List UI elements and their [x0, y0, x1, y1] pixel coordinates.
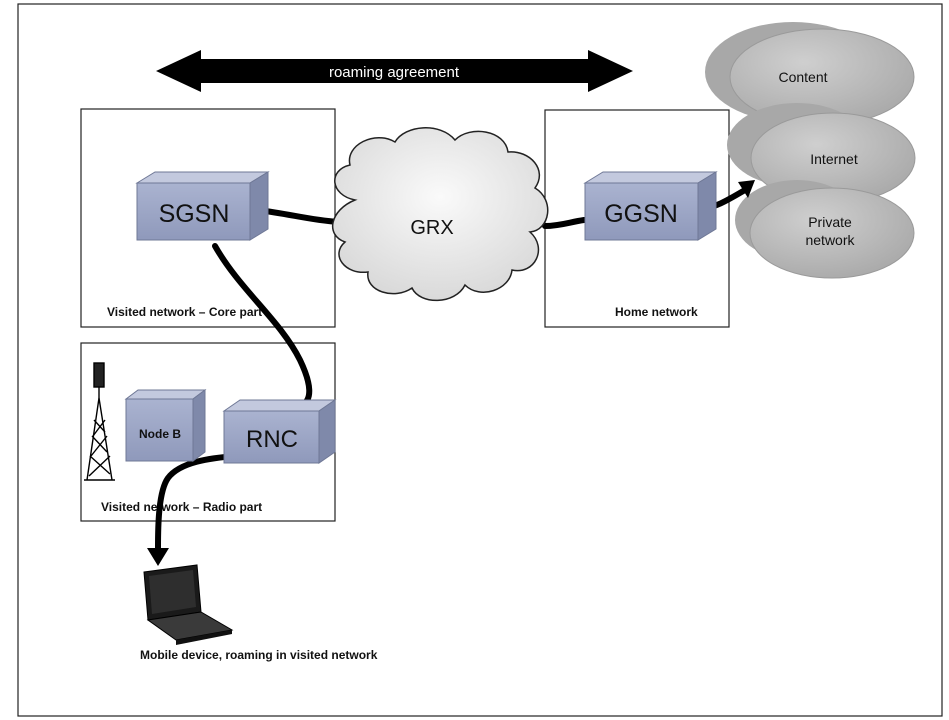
device-caption: Mobile device, roaming in visited networ…: [140, 648, 378, 662]
private-network-ellipse: Private network: [735, 180, 915, 279]
node-b-label: Node B: [139, 427, 181, 441]
content-label: Content: [778, 69, 827, 85]
ggsn-label: GGSN: [604, 200, 678, 228]
roaming-agreement-label: roaming agreement: [329, 64, 460, 81]
rnc-label: RNC: [246, 426, 298, 453]
arrowhead-services: [738, 180, 755, 198]
roaming-agreement-arrow: roaming agreement: [156, 50, 633, 92]
grx-label: GRX: [410, 217, 453, 239]
grx-cloud: GRX: [331, 127, 549, 302]
laptop-icon: [143, 564, 234, 645]
link-sgsn-rnc: [212, 243, 313, 408]
private-network-label-line1: Private: [808, 214, 852, 230]
sgsn-label: SGSN: [159, 200, 230, 228]
home-region-label: Home network: [615, 305, 698, 319]
radio-region-label: Visited network – Radio part: [101, 500, 262, 514]
rnc-node: RNC: [222, 399, 337, 464]
arrowhead-device: [147, 548, 169, 566]
node-b-node: Node B: [124, 389, 207, 462]
ggsn-node: GGSN: [583, 171, 718, 241]
private-network-label-line2: network: [805, 232, 855, 248]
core-region-label: Visited network – Core part: [107, 305, 262, 319]
sgsn-node: SGSN: [135, 171, 270, 241]
link-rnc-device: [155, 453, 239, 551]
link-grx-ggsn: [542, 217, 587, 229]
content-ellipse: Content: [705, 22, 915, 126]
antenna-tower-icon: [84, 362, 115, 481]
internet-label: Internet: [810, 151, 858, 167]
